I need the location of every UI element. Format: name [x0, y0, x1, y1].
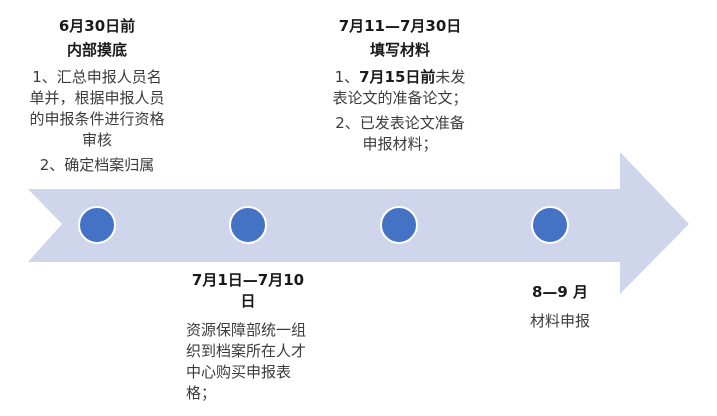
stage-1-date: 6月30日前: [58, 17, 136, 35]
stage-4-date: 8—9 月: [531, 283, 589, 301]
stage-3-item-1-prefix: 1、: [334, 68, 360, 86]
timeline-node-3: [380, 206, 418, 244]
stage-2-item-1: 资源保障部统一组织到档案所在人才中心购买申报表格；: [186, 321, 307, 402]
stage-3-item-1-deadline: 7月15日前: [359, 68, 436, 86]
timeline-node-1: [78, 206, 116, 244]
timeline-node-4: [531, 206, 569, 244]
stage-3-date: 7月11—7月30日: [338, 17, 462, 35]
stage-1-title: 内部摸底: [66, 41, 127, 59]
stage-1-item-1: 1、汇总申报人员名单并，根据申报人员的申报条件进行资格审核: [29, 68, 165, 149]
stage-3-block: 7月11—7月30日 填写材料 1、7月15日前未发 表论文的准备论文； 2、已…: [330, 16, 470, 155]
stage-3-item-1: 1、7月15日前未发 表论文的准备论文；: [330, 67, 470, 109]
stage-4-item-1: 材料申报: [529, 312, 590, 330]
timeline-node-2: [229, 206, 267, 244]
arrow-body: [28, 152, 689, 294]
stage-1-block: 6月30日前 内部摸底 1、汇总申报人员名单并，根据申报人员的申报条件进行资格审…: [28, 16, 166, 176]
stage-2-block: 7月1日—7月10日 资源保障部统一组织到档案所在人才中心购买申报表格；: [180, 270, 316, 404]
stage-3-item-1-text: 未发 表论文的准备论文；: [332, 68, 468, 107]
stage-3-title: 填写材料: [369, 41, 430, 59]
stage-4-block: 8—9 月 材料申报: [500, 282, 620, 332]
stage-3-item-2: 2、已发表论文准备申报材料；: [335, 114, 465, 153]
stage-2-date: 7月1日—7月10日: [191, 271, 305, 310]
stage-1-item-2: 2、确定档案归属: [39, 156, 155, 174]
